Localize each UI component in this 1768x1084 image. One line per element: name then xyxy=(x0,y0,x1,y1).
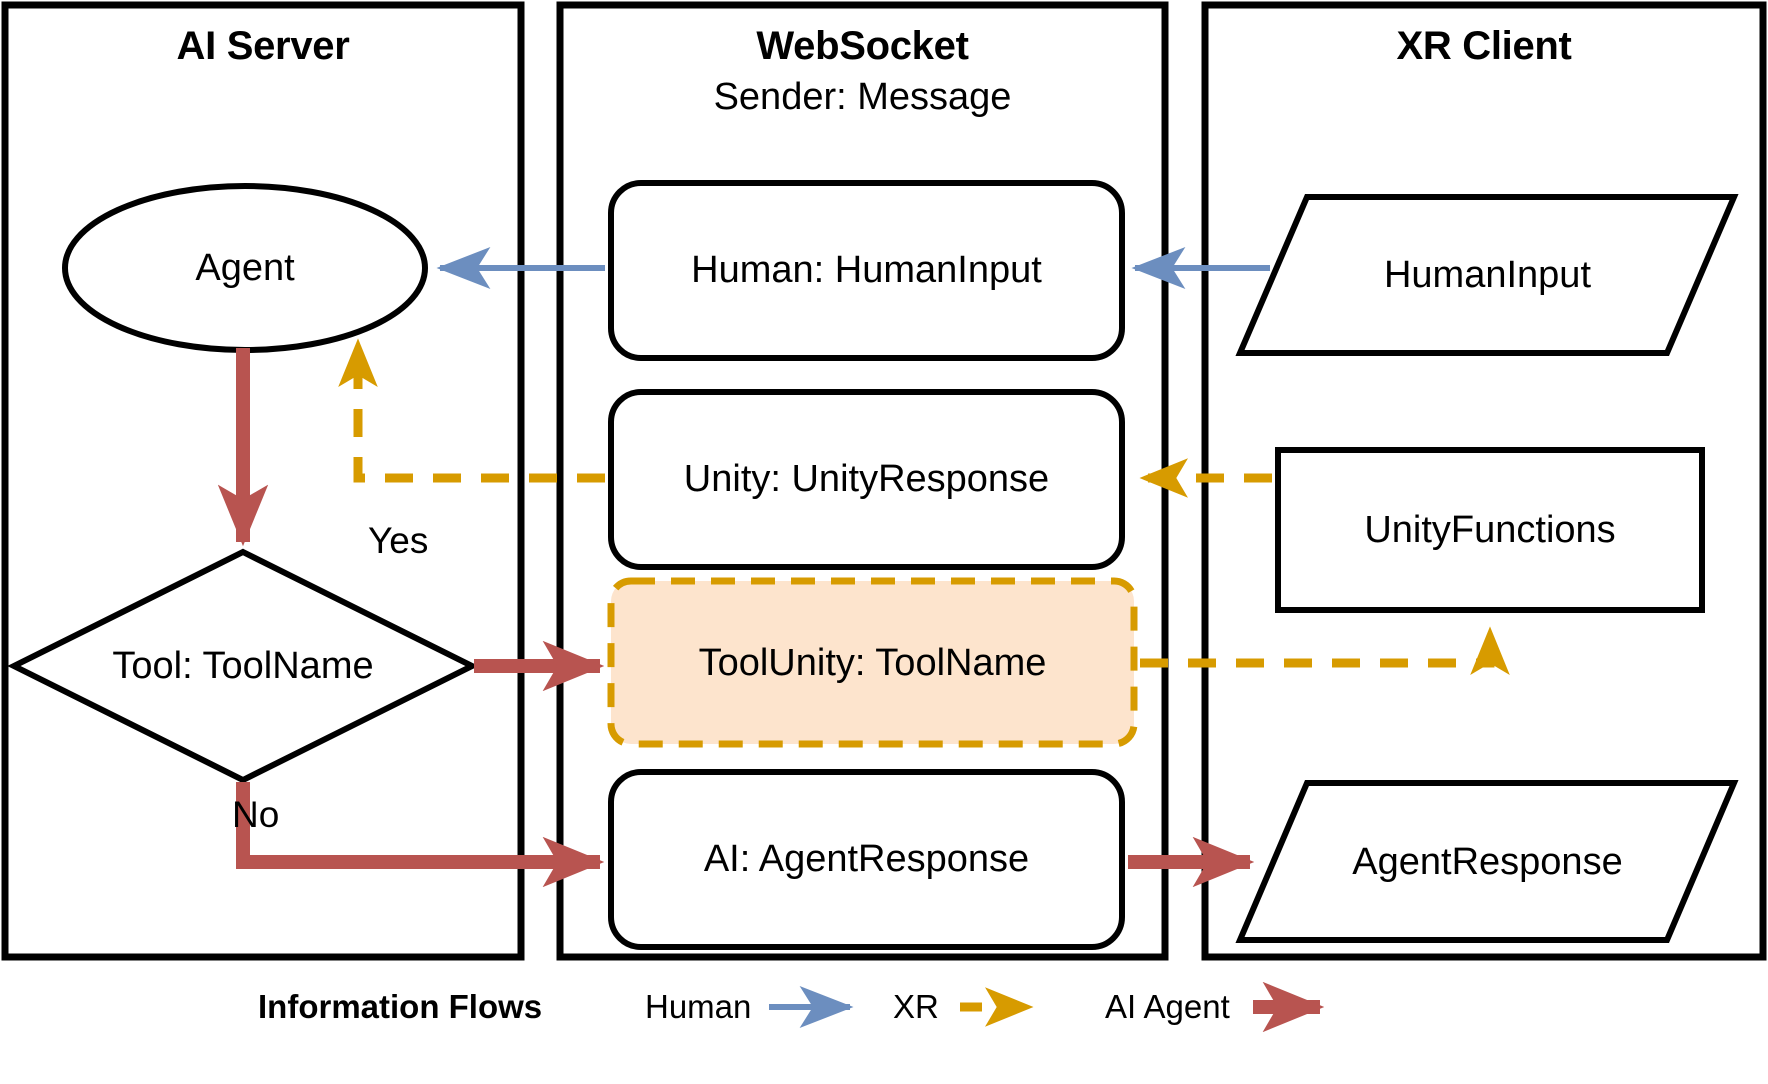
node-shape-unity-functions xyxy=(1275,447,1705,613)
node-shape-tool-decision xyxy=(7,548,479,784)
lane-box-ai-server xyxy=(1,1,525,961)
node-shape-unity-message xyxy=(608,389,1125,570)
lane-title-xr-client: XR Client xyxy=(1396,24,1572,68)
node-shape-agent-response xyxy=(1235,780,1739,943)
edge-label-yes: Yes xyxy=(368,520,429,561)
node-shape-ai-message xyxy=(608,769,1125,950)
flow-ai-no-to-ai-msg xyxy=(236,782,605,888)
legend-label-human: Human xyxy=(645,988,752,1025)
legend-label-xr: XR xyxy=(893,988,939,1025)
flow-xr-toolunity-to-unityfunctions xyxy=(1140,626,1510,675)
node-shape-human-message xyxy=(608,180,1125,361)
node-shape-agent xyxy=(62,183,428,353)
edge-label-no: No xyxy=(232,794,280,835)
legend-title: Information Flows xyxy=(258,988,543,1025)
lane-title-websocket: WebSocket xyxy=(756,24,969,68)
node-shape-human-input xyxy=(1235,194,1739,356)
legend-label-ai-agent: AI Agent xyxy=(1105,988,1230,1025)
flow-xr-unity-msg-to-agent xyxy=(338,338,605,483)
lane-title-ai-server: AI Server xyxy=(176,24,350,68)
lane-subtitle-websocket: Sender: Message xyxy=(713,76,1012,118)
node-shape-toolunity-message xyxy=(607,577,1138,748)
